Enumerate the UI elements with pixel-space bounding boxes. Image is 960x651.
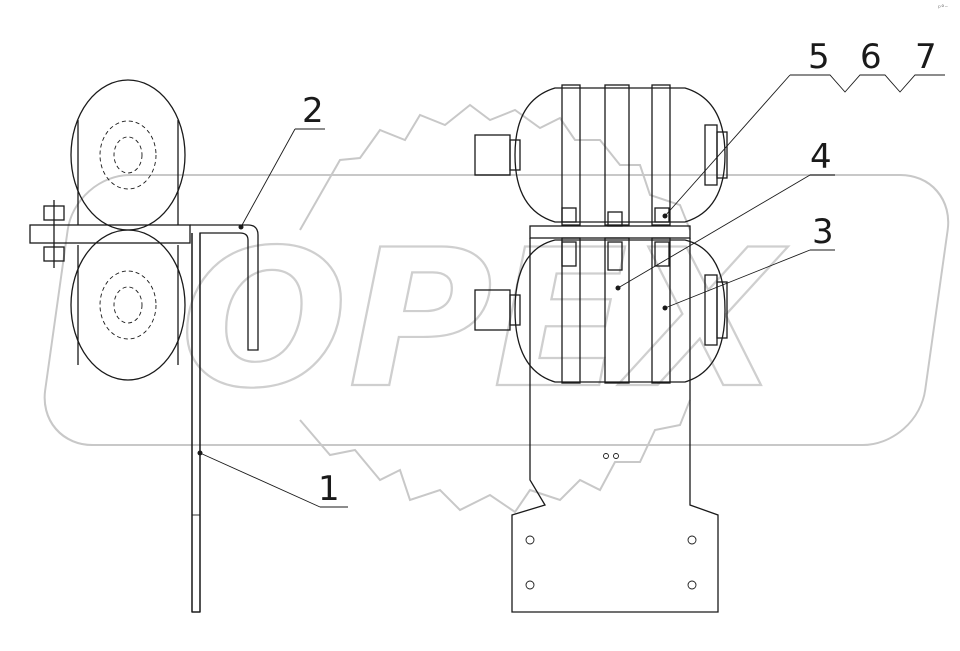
upper-tank bbox=[474, 84, 728, 226]
corner-mark: ᵖ°⁻ bbox=[938, 4, 948, 12]
left-view-drums bbox=[29, 79, 191, 381]
callout-leaders bbox=[197, 74, 945, 508]
bracket-part-2 bbox=[190, 224, 259, 613]
lower-tank bbox=[474, 237, 728, 384]
mounting-plate bbox=[511, 207, 719, 613]
callout-7: 7 bbox=[915, 37, 937, 77]
callout-3: 3 bbox=[812, 212, 834, 252]
callout-1: 1 bbox=[318, 469, 340, 509]
watermark-text: OPEX bbox=[180, 209, 789, 430]
callout-2: 2 bbox=[302, 91, 324, 131]
callout-6: 6 bbox=[860, 37, 882, 77]
watermark-frame bbox=[43, 174, 950, 446]
callout-5: 5 bbox=[808, 37, 830, 77]
strap-part-1 bbox=[191, 233, 201, 613]
watermark-gear bbox=[299, 103, 691, 514]
callout-4: 4 bbox=[810, 137, 832, 177]
